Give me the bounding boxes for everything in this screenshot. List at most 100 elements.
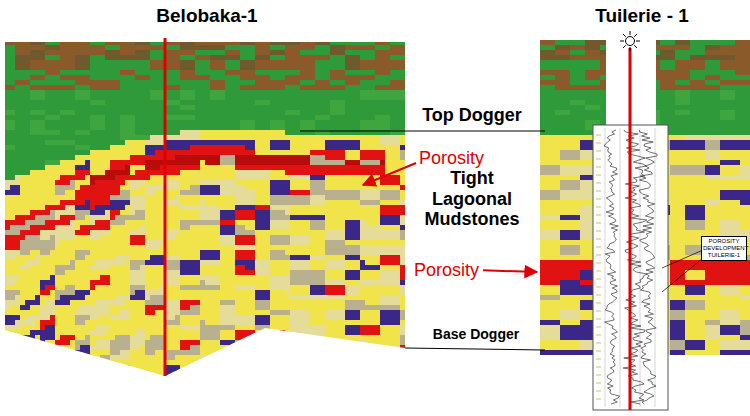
seismic-cell: [35, 365, 41, 371]
seismic-cell: [100, 150, 106, 156]
seismic-cell: [105, 285, 111, 291]
seismic-cell: [15, 110, 21, 116]
seismic-cell: [50, 80, 56, 86]
seismic-cell: [115, 185, 121, 191]
seismic-cell: [90, 55, 96, 61]
seismic-cell: [125, 210, 131, 216]
seismic-cell: [40, 250, 46, 256]
seismic-cell: [70, 325, 76, 331]
seismic-cell: [15, 150, 21, 156]
seismic-cell: [130, 105, 136, 111]
seismic-cell: [45, 205, 51, 211]
seismic-cell: [130, 255, 136, 261]
seismic-cell: [55, 270, 61, 276]
seismic-cell: [135, 180, 141, 186]
seismic-cell: [120, 165, 126, 171]
seismic-cell: [140, 370, 146, 376]
seismic-cell: [115, 120, 121, 126]
seismic-cell: [20, 335, 26, 341]
seismic-cell: [10, 180, 16, 186]
seismic-cell: [60, 235, 66, 241]
seismic-cell: [35, 205, 41, 211]
seismic-cell: [75, 85, 81, 91]
seismic-cell: [45, 200, 51, 206]
seismic-cell: [40, 55, 46, 61]
seismic-cell: [70, 50, 76, 56]
seismic-cell: [135, 275, 141, 281]
seismic-cell: [65, 340, 71, 346]
seismic-cell: [130, 135, 136, 141]
seismic-cell: [10, 370, 16, 376]
seismic-cell: [100, 230, 106, 236]
seismic-cell: [120, 250, 126, 256]
seismic-cell: [50, 205, 56, 211]
seismic-cell: [70, 205, 76, 211]
seismic-cell: [30, 230, 36, 236]
seismic-cell: [20, 110, 26, 116]
seismic-cell: [25, 330, 31, 336]
seismic-cell: [130, 165, 136, 171]
seismic-cell: [60, 275, 66, 281]
seismic-cell: [80, 315, 86, 321]
seismic-cell: [10, 120, 16, 126]
seismic-cell: [15, 180, 21, 186]
seismic-cell: [85, 225, 91, 231]
seismic-cell: [135, 65, 141, 71]
seismic-cell: [145, 160, 151, 166]
seismic-cell: [135, 130, 141, 136]
seismic-cell: [60, 375, 66, 381]
seismic-cell: [25, 295, 31, 301]
seismic-cell: [75, 285, 81, 291]
seismic-cell: [110, 350, 116, 356]
seismic-cell: [85, 355, 91, 361]
seismic-cell: [80, 95, 86, 101]
seismic-cell: [60, 285, 66, 291]
seismic-cell: [50, 250, 56, 256]
seismic-cell: [105, 135, 111, 141]
seismic-cell: [25, 270, 31, 276]
seismic-cell: [100, 115, 106, 121]
seismic-cell: [80, 215, 86, 221]
seismic-cell: [50, 275, 56, 281]
seismic-cell: [40, 290, 46, 296]
seismic-cell: [25, 130, 31, 136]
seismic-cell: [140, 165, 146, 171]
seismic-cell: [95, 45, 101, 51]
seismic-cell: [95, 350, 101, 356]
seismic-cell: [50, 235, 56, 241]
seismic-cell: [40, 225, 46, 231]
seismic-cell: [5, 320, 11, 326]
seismic-cell: [20, 300, 26, 306]
seismic-cell: [60, 335, 66, 341]
seismic-cell: [10, 360, 16, 366]
seismic-cell: [120, 260, 126, 266]
seismic-cell: [20, 285, 26, 291]
seismic-cell: [55, 340, 61, 346]
seismic-cell: [55, 295, 61, 301]
seismic-cell: [100, 280, 106, 286]
seismic-cell: [100, 350, 106, 356]
seismic-cell: [45, 290, 51, 296]
seismic-cell: [30, 165, 36, 171]
seismic-cell: [10, 210, 16, 216]
seismic-cell: [0, 280, 6, 286]
seismic-cell: [125, 255, 131, 261]
seismic-cell: [85, 260, 91, 266]
seismic-cell: [25, 70, 31, 76]
seismic-cell: [55, 155, 61, 161]
seismic-cell: [60, 155, 66, 161]
seismic-cell: [0, 155, 6, 161]
seismic-cell: [65, 115, 71, 121]
seismic-cell: [45, 95, 51, 101]
seismic-cell: [80, 165, 86, 171]
seismic-cell: [125, 105, 131, 111]
seismic-cell: [100, 330, 106, 336]
seismic-cell: [20, 325, 26, 331]
seismic-cell: [45, 305, 51, 311]
seismic-cell: [90, 175, 96, 181]
seismic-cell: [20, 190, 26, 196]
seismic-cell: [110, 90, 116, 96]
seismic-cell: [120, 290, 126, 296]
seismic-cell: [145, 60, 151, 66]
seismic-cell: [50, 370, 56, 376]
